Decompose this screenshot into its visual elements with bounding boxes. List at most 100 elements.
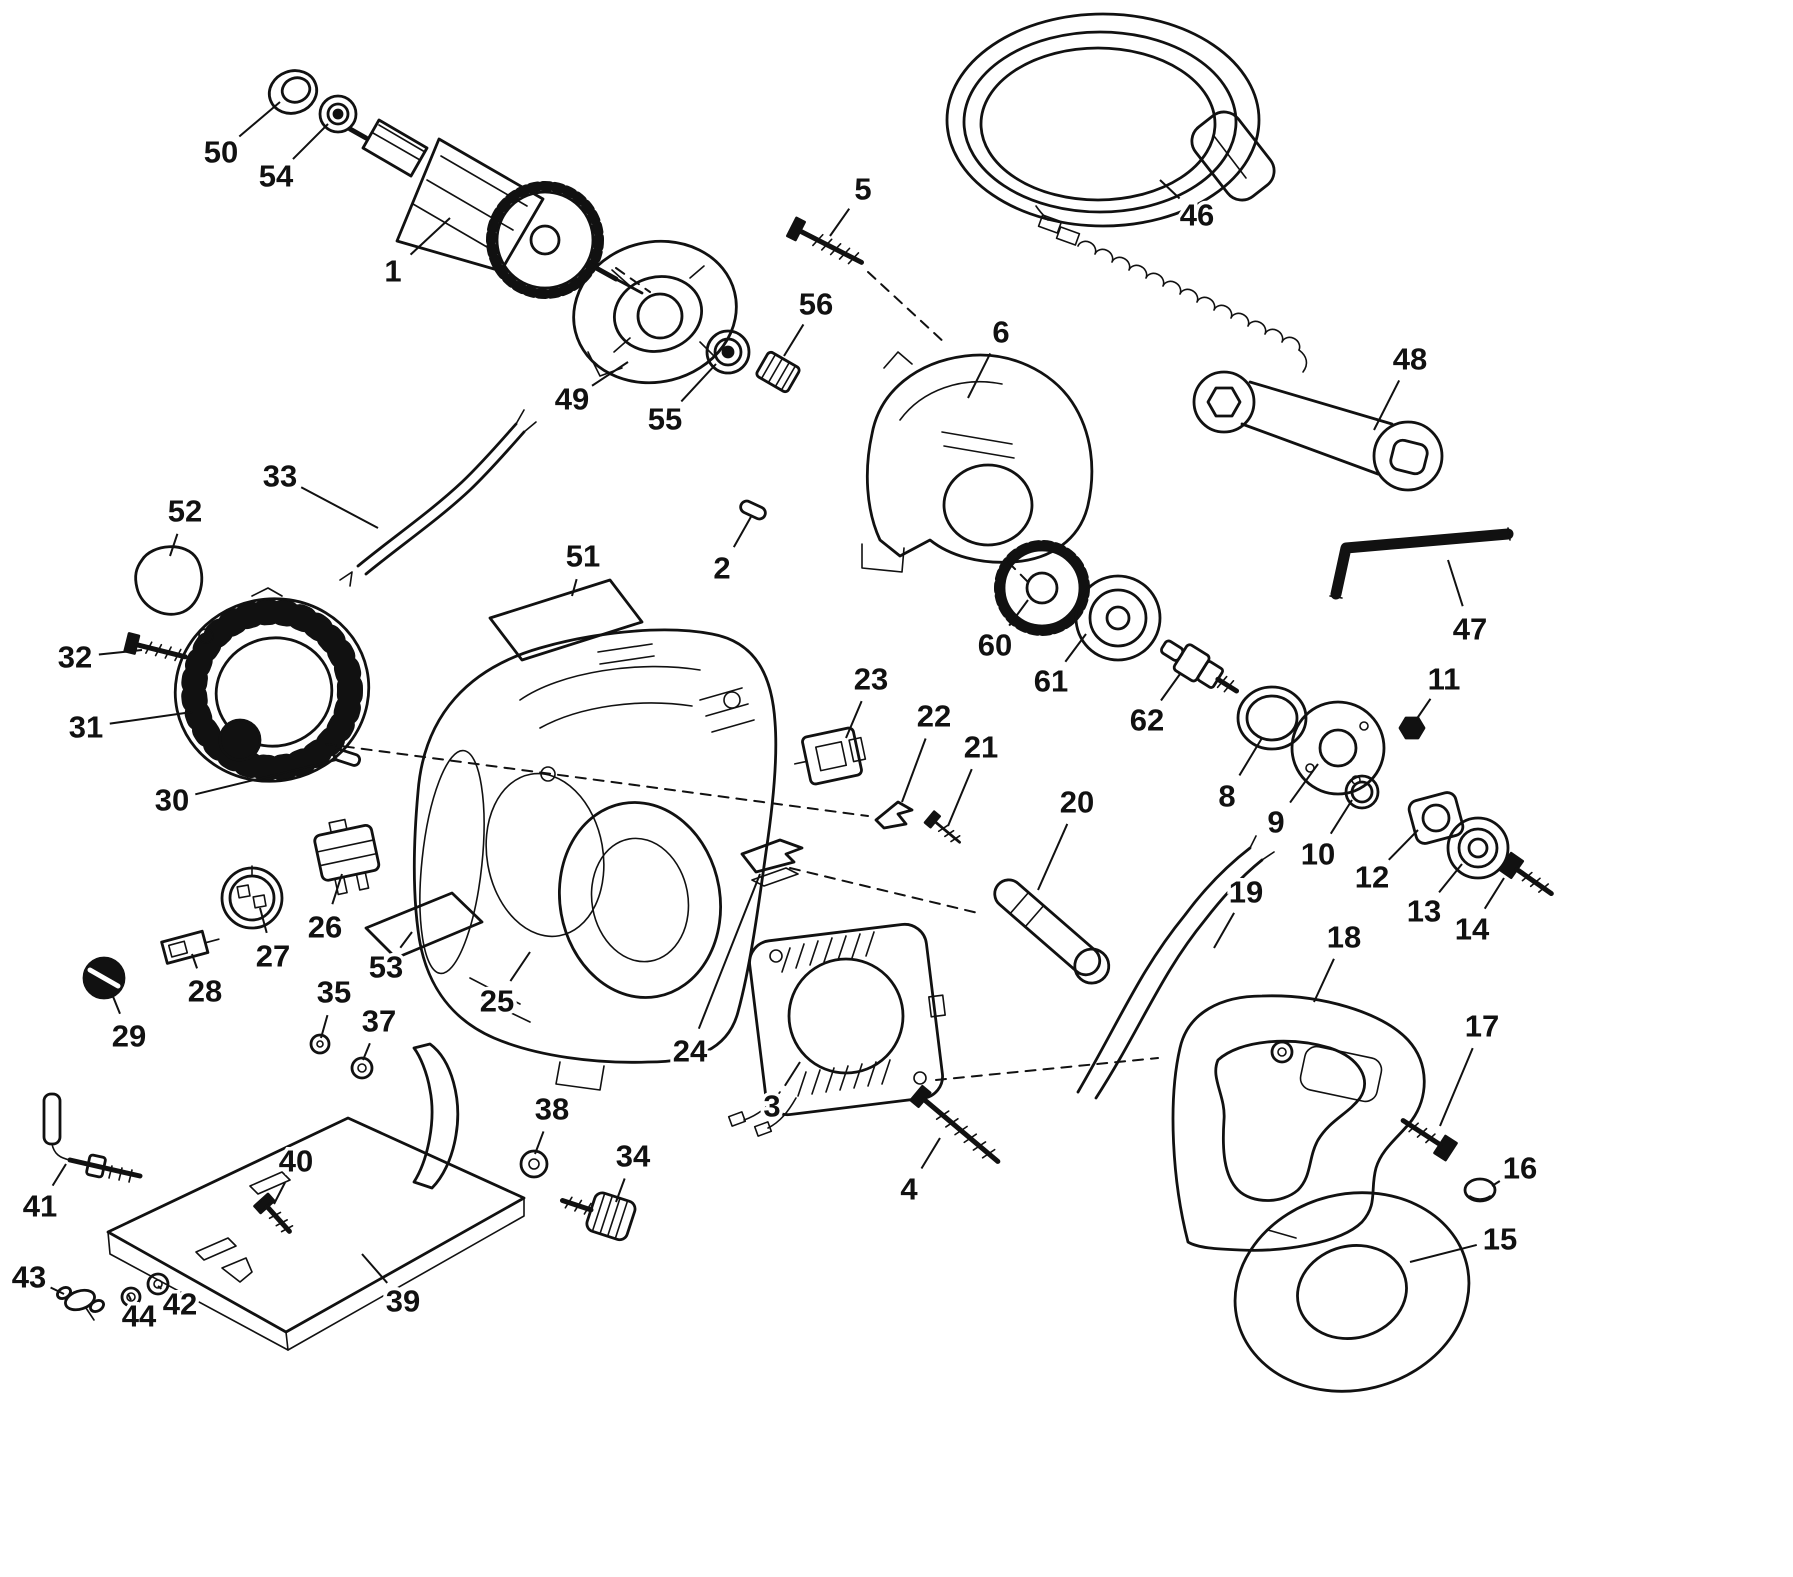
- leader-line-49: [591, 361, 629, 387]
- callout-number-44: 44: [122, 1299, 157, 1334]
- leader-line-40: [273, 1181, 286, 1205]
- motor-end-cover-drawing: [173, 587, 371, 783]
- screw-32-drawing: [123, 632, 188, 662]
- leader-line-12: [1388, 829, 1419, 861]
- assembly-axis-lines: [325, 267, 1159, 1081]
- callout-number-32: 32: [58, 640, 92, 675]
- leader-line-20: [1037, 823, 1069, 891]
- callout-number-46: 46: [1180, 198, 1214, 233]
- leader-line-34: [615, 1178, 626, 1203]
- pin-30-drawing: [332, 748, 362, 767]
- leader-line-56: [783, 323, 805, 357]
- leader-line-33: [300, 486, 379, 529]
- leader-line-4: [920, 1137, 941, 1170]
- clip-22-drawing: [874, 800, 914, 830]
- callout-number-27: 27: [256, 939, 290, 974]
- handle-wires-drawing: [1076, 835, 1275, 1100]
- washer-38-drawing: [519, 1149, 549, 1179]
- callout-number-14: 14: [1455, 912, 1490, 947]
- spanner-wrench-drawing: [1192, 370, 1444, 492]
- leader-line-18: [1313, 958, 1335, 1003]
- callout-number-25: 25: [480, 984, 514, 1019]
- callout-number-21: 21: [964, 730, 998, 765]
- callout-number-37: 37: [362, 1004, 396, 1039]
- callout-number-62: 62: [1130, 703, 1164, 738]
- leader-line-48: [1373, 379, 1401, 431]
- callout-number-39: 39: [386, 1284, 420, 1319]
- field-stator-drawing: [727, 922, 946, 1137]
- leader-line-22: [901, 738, 927, 803]
- nut-44-drawing: [120, 1286, 142, 1308]
- leader-line-37: [362, 1042, 371, 1061]
- hex-key-drawing: [1329, 527, 1514, 600]
- knob-screw-drawing: [559, 1191, 637, 1242]
- callout-number-34: 34: [616, 1139, 651, 1174]
- screw-5-drawing: [786, 216, 864, 265]
- callout-number-43: 43: [12, 1260, 46, 1295]
- leader-line-29: [111, 993, 121, 1015]
- screw-17-drawing: [1400, 1118, 1458, 1162]
- leader-line-60: [1008, 599, 1029, 627]
- callout-number-52: 52: [168, 494, 202, 529]
- callout-number-56: 56: [799, 287, 833, 322]
- callout-number-20: 20: [1060, 785, 1094, 820]
- callout-number-19: 19: [1229, 875, 1263, 910]
- leader-line-26: [331, 873, 343, 905]
- callout-number-54: 54: [259, 159, 294, 194]
- callout-number-35: 35: [317, 975, 351, 1010]
- brush-holder-drawing: [794, 726, 867, 786]
- leader-line-30: [195, 759, 337, 796]
- gear-bearing-drawing: [1074, 574, 1162, 662]
- pinion-gear-drawing: [755, 350, 801, 394]
- leader-line-38: [534, 1131, 545, 1155]
- leader-line-3: [784, 1061, 801, 1087]
- callout-number-28: 28: [188, 974, 222, 1009]
- callout-number-9: 9: [1267, 805, 1284, 840]
- fan-baffle-drawing: [572, 239, 738, 385]
- leader-line-24: [697, 873, 761, 1030]
- wing-nut-drawing: [56, 1286, 105, 1321]
- callout-number-26: 26: [308, 910, 342, 945]
- leader-line-44: [127, 1294, 132, 1301]
- o-ring-drawing: [1344, 774, 1380, 810]
- brush-cap-drawing: [82, 956, 126, 1000]
- caution-label-drawing: [364, 891, 484, 960]
- callout-number-12: 12: [1355, 860, 1389, 895]
- callout-number-31: 31: [69, 710, 103, 745]
- callout-number-40: 40: [279, 1144, 313, 1179]
- leader-line-1: [409, 217, 451, 256]
- carbon-brush-drawing: [160, 929, 220, 965]
- leader-line-50: [238, 101, 281, 138]
- callout-number-23: 23: [854, 662, 888, 697]
- callout-number-60: 60: [978, 628, 1012, 663]
- base-plate-drawing: [106, 1116, 526, 1351]
- leader-line-28: [191, 953, 198, 969]
- connector-drawing: [220, 865, 284, 930]
- blade-bolt-drawing: [1498, 851, 1554, 897]
- riser-fin-drawing: [412, 1042, 460, 1190]
- washer-37-drawing: [350, 1056, 374, 1080]
- outer-flange-drawing: [1446, 816, 1510, 880]
- inner-flange-drawing: [1407, 791, 1465, 845]
- leader-line-9: [1289, 763, 1319, 804]
- callout-number-6: 6: [992, 315, 1009, 350]
- callout-number-18: 18: [1327, 920, 1361, 955]
- round-label-drawing: [134, 545, 204, 616]
- leader-line-2: [732, 514, 753, 548]
- leader-line-52: [169, 533, 179, 557]
- callout-number-4: 4: [900, 1172, 918, 1207]
- front-bearing-drawing: [318, 94, 358, 134]
- callout-number-47: 47: [1453, 612, 1487, 647]
- leader-line-6: [967, 353, 992, 399]
- callout-number-30: 30: [155, 783, 189, 818]
- leader-line-43: [50, 1286, 65, 1295]
- callout-number-1: 1: [384, 254, 401, 289]
- callout-number-41: 41: [23, 1189, 57, 1224]
- leader-line-55: [680, 363, 717, 403]
- leader-line-15: [1409, 1243, 1477, 1263]
- leader-line-16: [1491, 1180, 1501, 1187]
- callout-number-50: 50: [204, 135, 238, 170]
- leader-line-19: [1213, 912, 1235, 949]
- callout-number-8: 8: [1218, 779, 1235, 814]
